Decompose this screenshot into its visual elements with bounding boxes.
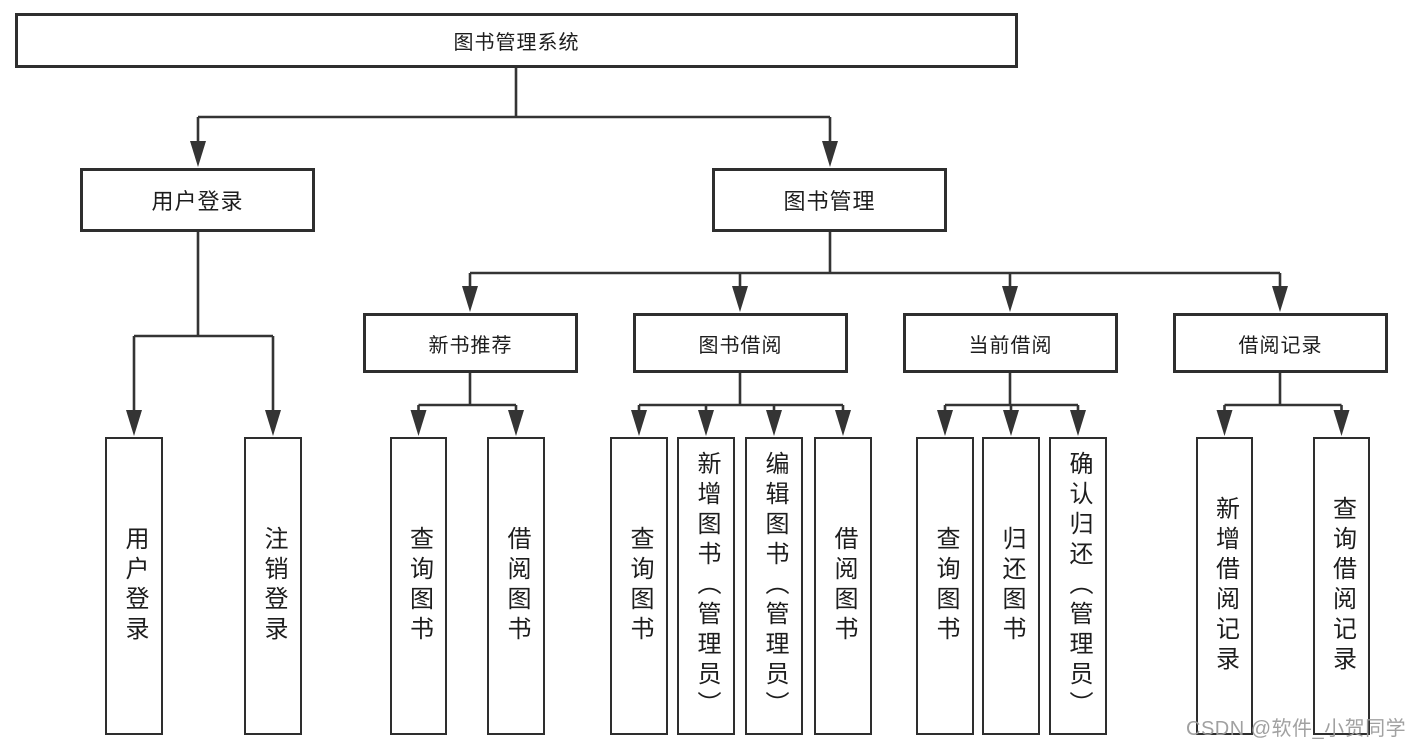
- node-new-book-recommend: 新书推荐: [363, 313, 578, 373]
- leaf-borrow-books-borrowing: 借阅图书: [814, 437, 872, 735]
- leaf-user-login: 用户登录: [105, 437, 163, 735]
- node-label: 编辑图书（管理员）: [761, 451, 788, 721]
- node-label: 新书推荐: [428, 334, 513, 357]
- leaf-add-borrow-record: 新增借阅记录: [1196, 437, 1253, 735]
- leaf-return-books: 归还图书: [982, 437, 1040, 735]
- node-label: 查询图书: [932, 526, 959, 646]
- node-book-borrowing: 图书借阅: [633, 313, 848, 373]
- node-label: 图书管理: [783, 189, 876, 214]
- node-label: 用户登录: [121, 526, 148, 646]
- leaf-query-books-current: 查询图书: [916, 437, 974, 735]
- node-label: 图书借阅: [698, 334, 783, 357]
- leaf-query-books-recommend: 查询图书: [390, 437, 447, 735]
- node-label: 新增借阅记录: [1211, 496, 1239, 676]
- node-label: 确认归还（管理员）: [1065, 451, 1092, 721]
- node-label: 图书管理系统: [453, 32, 580, 54]
- leaf-logout: 注销登录: [244, 437, 302, 735]
- node-label: 借阅图书: [503, 526, 530, 646]
- node-label: 查询图书: [626, 526, 653, 646]
- leaf-borrow-books-recommend: 借阅图书: [487, 437, 545, 735]
- node-label: 用户登录: [151, 189, 244, 214]
- watermark-csdn: CSDN @软件_小贺同学: [1186, 718, 1405, 740]
- node-label: 注销登录: [260, 526, 287, 646]
- leaf-edit-books-admin: 编辑图书（管理员）: [745, 437, 803, 735]
- node-borrowing-records: 借阅记录: [1173, 313, 1388, 373]
- node-label: 查询借阅记录: [1328, 496, 1356, 676]
- node-book-management: 图书管理: [712, 168, 947, 232]
- node-label: 归还图书: [998, 526, 1025, 646]
- node-label: 借阅记录: [1238, 334, 1323, 357]
- node-label: 新增图书（管理员）: [693, 451, 720, 721]
- node-user-login: 用户登录: [80, 168, 315, 232]
- node-library-system: 图书管理系统: [15, 13, 1018, 68]
- node-label: 借阅图书: [830, 526, 857, 646]
- node-label: 当前借阅: [968, 334, 1053, 357]
- leaf-add-books-admin: 新增图书（管理员）: [677, 437, 735, 735]
- leaf-query-borrow-record: 查询借阅记录: [1313, 437, 1370, 735]
- node-current-borrowing: 当前借阅: [903, 313, 1118, 373]
- leaf-query-books-borrowing: 查询图书: [610, 437, 668, 735]
- leaf-confirm-return-admin: 确认归还（管理员）: [1049, 437, 1107, 735]
- node-label: 查询图书: [405, 526, 433, 646]
